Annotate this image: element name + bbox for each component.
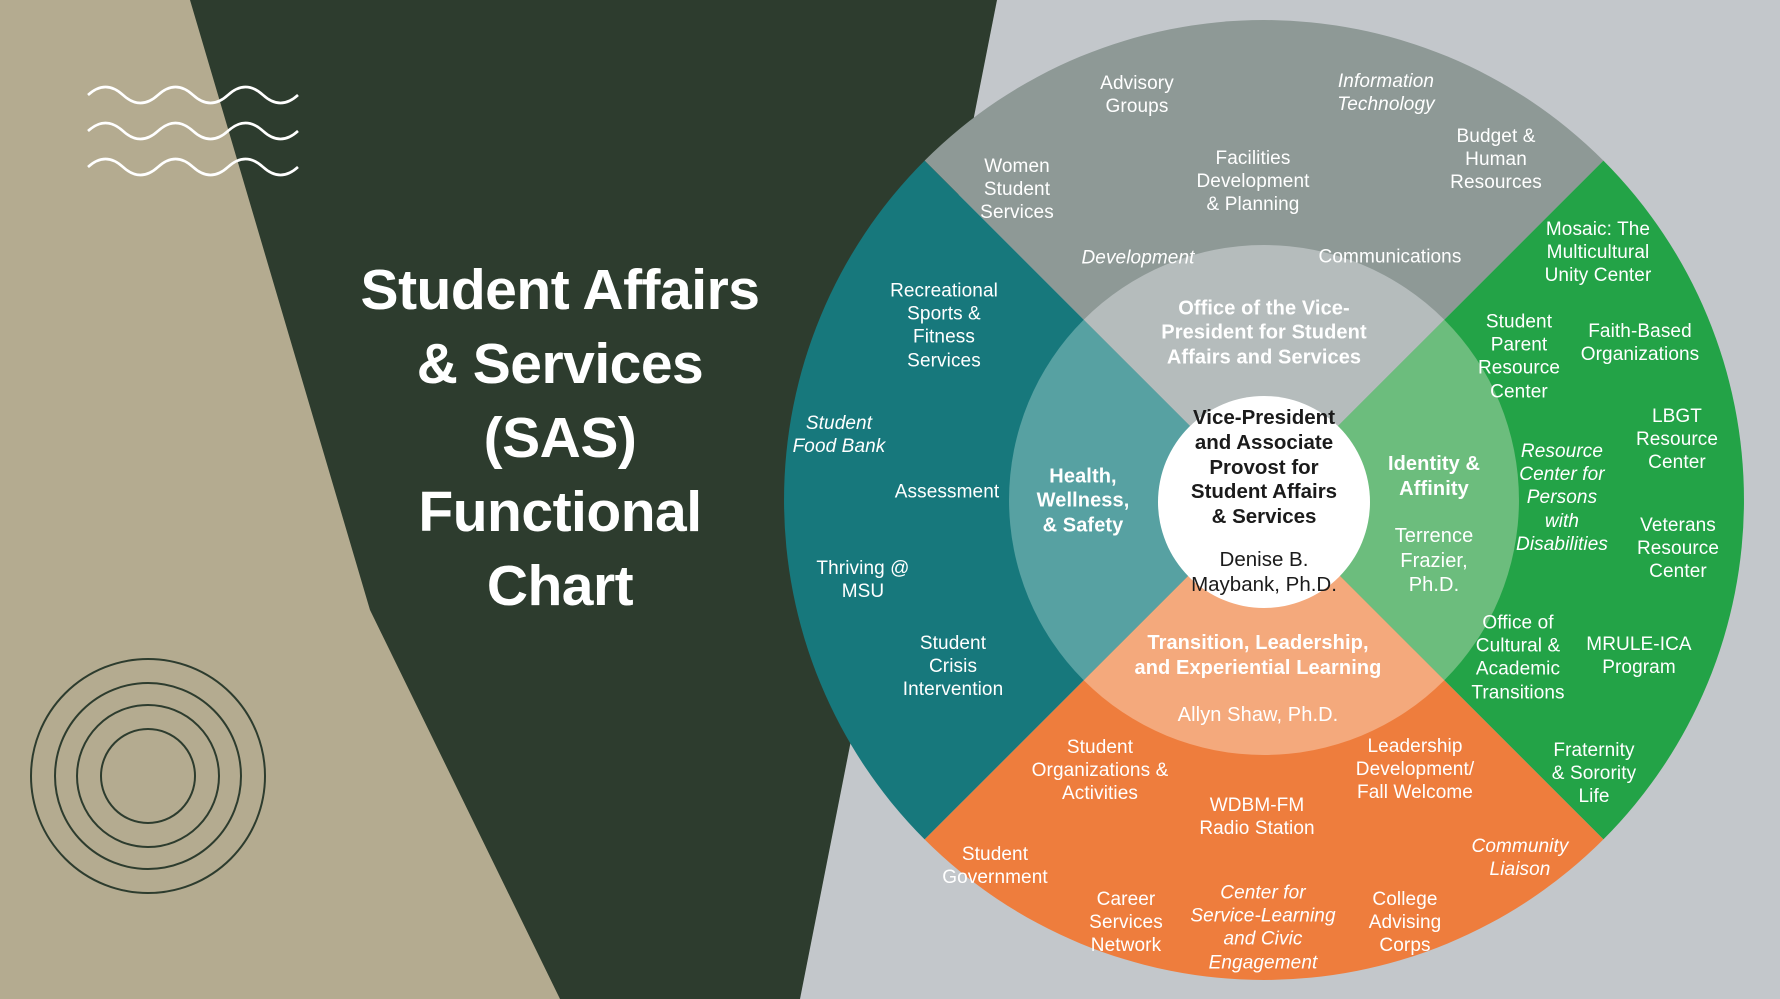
label-office-cultural-academic-transitions: Office of Cultural & Academic Transition… xyxy=(1471,612,1565,704)
label-student-food-bank: Student Food Bank xyxy=(792,412,886,457)
label-college-advising-corps: College Advising Corps xyxy=(1368,889,1442,957)
concentric-circles-decoration xyxy=(30,658,266,894)
label-information-technology: Information Technology xyxy=(1337,70,1435,115)
label-lbgt-resource-center: LBGT Resource Center xyxy=(1635,406,1719,474)
label-leadership-development-fall-welcome: Leadership Development/ Fall Welcome xyxy=(1355,736,1475,804)
label-community-liaison: Community Liaison xyxy=(1471,835,1569,880)
tan-band xyxy=(0,0,560,999)
wavy-lines-decoration xyxy=(87,85,299,177)
sector-health-inner xyxy=(1009,319,1264,681)
label-facilities-development-planning: Facilities Development & Planning xyxy=(1196,148,1310,216)
label-student-government: Student Government xyxy=(942,843,1048,888)
transition-leadership-title: Transition, Leadership, and Experiential… xyxy=(1134,632,1382,679)
label-thriving-at-msu: Thriving @ MSU xyxy=(816,557,910,602)
label-communications: Communications xyxy=(1318,246,1462,268)
label-advisory-groups: Advisory Groups xyxy=(1100,72,1174,117)
inner-label-health-wellness-safety: Health, Wellness, & Safety xyxy=(1036,465,1130,537)
center-circle xyxy=(1158,396,1370,608)
label-resource-center-persons-disabilities: Resource Center for Persons with Disabil… xyxy=(1515,441,1609,555)
identity-affinity-title: Identity & Affinity xyxy=(1387,453,1481,500)
sector-identity-inner xyxy=(1264,319,1519,681)
label-budget-human-resources: Budget & Human Resources xyxy=(1450,126,1542,194)
label-veterans-resource-center: Veterans Resource Center xyxy=(1636,515,1720,583)
label-development: Development xyxy=(1081,247,1195,269)
label-recreational-sports-fitness: Recreational Sports & Fitness Services xyxy=(890,280,998,372)
vp-role: Vice-President and Associate Provost for… xyxy=(1190,406,1338,529)
label-wdbm-fm-radio-station: WDBM-FM Radio Station xyxy=(1199,794,1315,839)
sector-office-inner xyxy=(1083,245,1445,500)
label-women-student-services: Women Student Services xyxy=(980,156,1054,224)
label-student-organizations-activities: Student Organizations & Activities xyxy=(1031,737,1169,805)
label-student-crisis-intervention: Student Crisis Intervention xyxy=(902,633,1004,701)
identity-affinity-director: Terrence Frazier, Ph.D. xyxy=(1394,524,1474,596)
label-faith-based-organizations: Faith-Based Organizations xyxy=(1580,320,1700,365)
inner-label-transition-leadership: Transition, Leadership, and Experiential… xyxy=(1134,608,1381,728)
label-career-services-network: Career Services Network xyxy=(1089,889,1163,957)
label-student-parent-resource-center: Student Parent Resource Center xyxy=(1477,311,1561,403)
sector-transition-inner xyxy=(1083,500,1445,755)
inner-label-identity-affinity: Identity & Affinity Terrence Frazier, Ph… xyxy=(1388,429,1480,597)
label-mosaic-multicultural-unity-center: Mosaic: The Multicultural Unity Center xyxy=(1544,219,1652,287)
label-fraternity-sorority-life: Fraternity & Sorority Life xyxy=(1551,740,1637,808)
vp-name: Denise B. Maybank, Ph.D. xyxy=(1191,548,1337,596)
page-title: Student Affairs & Services (SAS) Functio… xyxy=(360,257,760,619)
center-vp-label: Vice-President and Associate Provost for… xyxy=(1149,388,1379,616)
label-assessment: Assessment xyxy=(894,481,1000,503)
label-mrule-ica-program: MRULE-ICA Program xyxy=(1586,633,1692,678)
transition-leadership-director: Allyn Shaw, Ph.D. xyxy=(1177,704,1339,727)
label-center-service-learning-civic-engagement: Center for Service-Learning and Civic En… xyxy=(1190,882,1336,974)
inner-label-office-of-vp: Office of the Vice- President for Studen… xyxy=(1161,297,1367,369)
